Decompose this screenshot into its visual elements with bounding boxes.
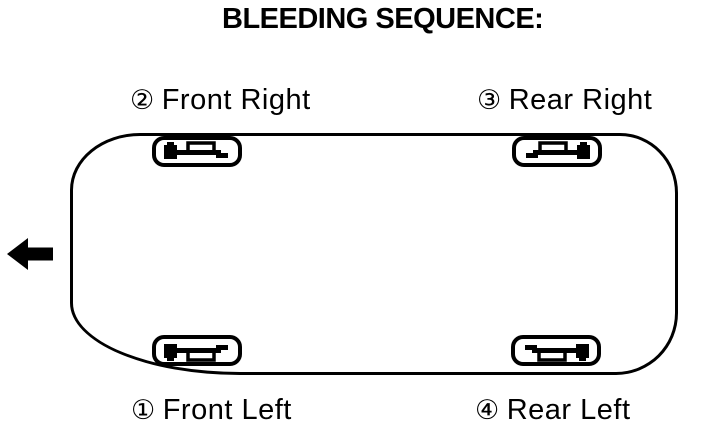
wheel-position-label: Rear Right bbox=[508, 84, 653, 116]
wheel-rear-right bbox=[512, 136, 602, 167]
wheel-rear-left bbox=[511, 335, 601, 366]
sequence-number: ② bbox=[130, 85, 155, 116]
car-body-outline bbox=[70, 133, 678, 375]
wheel-front-right bbox=[152, 136, 242, 167]
wheel-front-left bbox=[152, 335, 242, 366]
sequence-number: ① bbox=[131, 395, 156, 426]
brake-caliper-icon bbox=[523, 341, 589, 362]
sequence-number: ③ bbox=[477, 85, 502, 116]
wheel-position-label: Front Left bbox=[162, 394, 292, 426]
wheel-position-label: Front Right bbox=[161, 84, 311, 116]
brake-caliper-icon bbox=[164, 341, 230, 362]
front-direction-arrow-icon bbox=[7, 238, 53, 270]
wheel-position-label: Rear Left bbox=[506, 394, 631, 426]
brake-caliper-icon bbox=[164, 140, 230, 161]
brake-caliper-icon bbox=[524, 140, 590, 161]
page-title: BLEEDING SEQUENCE: bbox=[222, 3, 544, 35]
sequence-number: ④ bbox=[475, 395, 500, 426]
